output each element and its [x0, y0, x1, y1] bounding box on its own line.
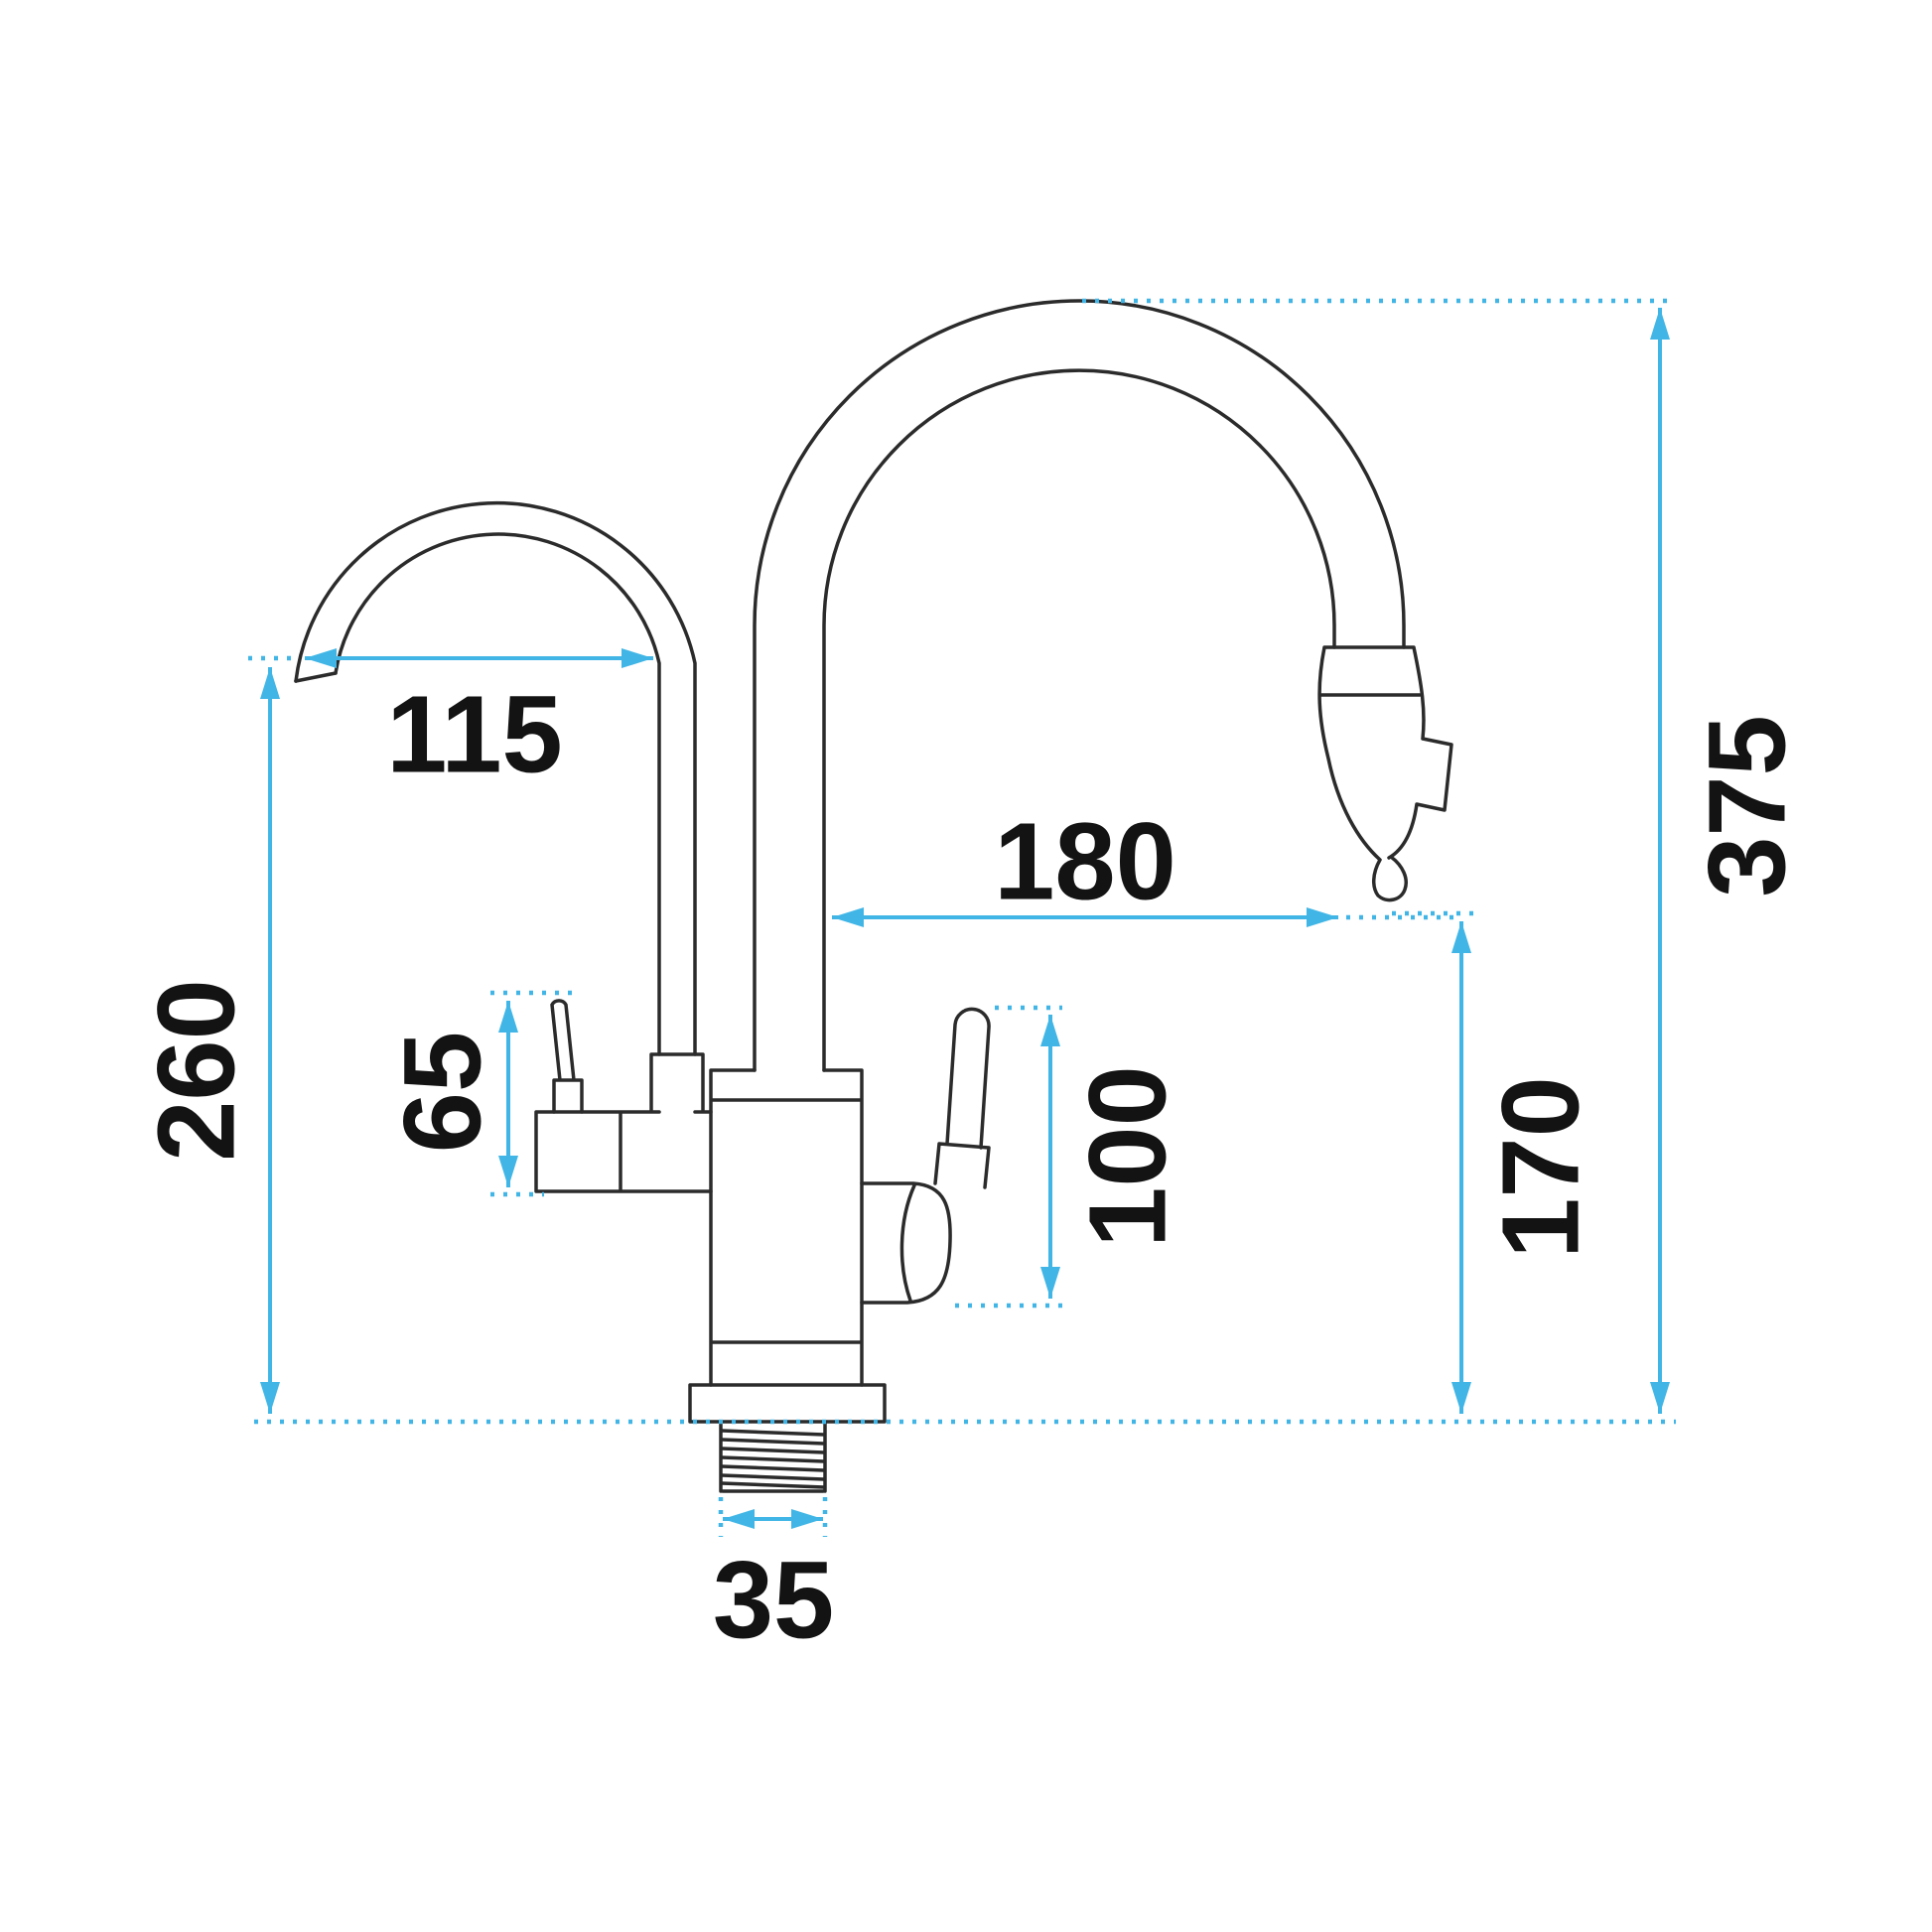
dimension-label-65: 65	[382, 1032, 504, 1153]
dimension-label-100: 100	[1067, 1065, 1189, 1248]
dimension-filtered-spout-reach: 115	[305, 648, 653, 796]
thread-lines	[720, 1429, 826, 1489]
faucet-body	[709, 1068, 864, 1387]
faucet-outline	[294, 299, 1453, 1493]
dimension-outlet-height: 170	[1392, 910, 1602, 1414]
dimension-label-170: 170	[1480, 1076, 1602, 1259]
small-spout-outer	[294, 500, 697, 1056]
spray-head	[1317, 645, 1453, 902]
small-spout-tip	[294, 671, 338, 683]
dimension-main-spout-reach: 180	[832, 801, 1453, 927]
dimension-mixer-lever-height: 100	[955, 1005, 1189, 1309]
main-spout-outer	[753, 299, 1406, 1072]
dimension-label-115: 115	[386, 674, 562, 796]
filter-lever	[550, 999, 584, 1114]
dimension-label-260: 260	[136, 979, 258, 1162]
dimension-label-35: 35	[713, 1540, 834, 1662]
dimension-mounting-thread-width: 35	[713, 1497, 834, 1662]
filter-valve-block	[534, 1110, 713, 1193]
small-spout-inner	[334, 532, 661, 1056]
dimension-overall-height: 375	[1650, 308, 1809, 1414]
dimension-annotations: 115 260 65 180 100	[136, 298, 1809, 1662]
small-spout-collar	[649, 1052, 705, 1112]
main-spout-inner	[822, 368, 1336, 1072]
mixer-cartridge-housing	[860, 1181, 952, 1305]
dimension-label-375: 375	[1687, 715, 1809, 897]
mixer-lever	[933, 1007, 991, 1189]
dimension-label-180: 180	[994, 801, 1176, 923]
dimension-filter-lever-height: 65	[382, 990, 572, 1197]
dimension-filtered-spout-height: 260	[136, 655, 298, 1414]
base-flange	[688, 1383, 887, 1424]
